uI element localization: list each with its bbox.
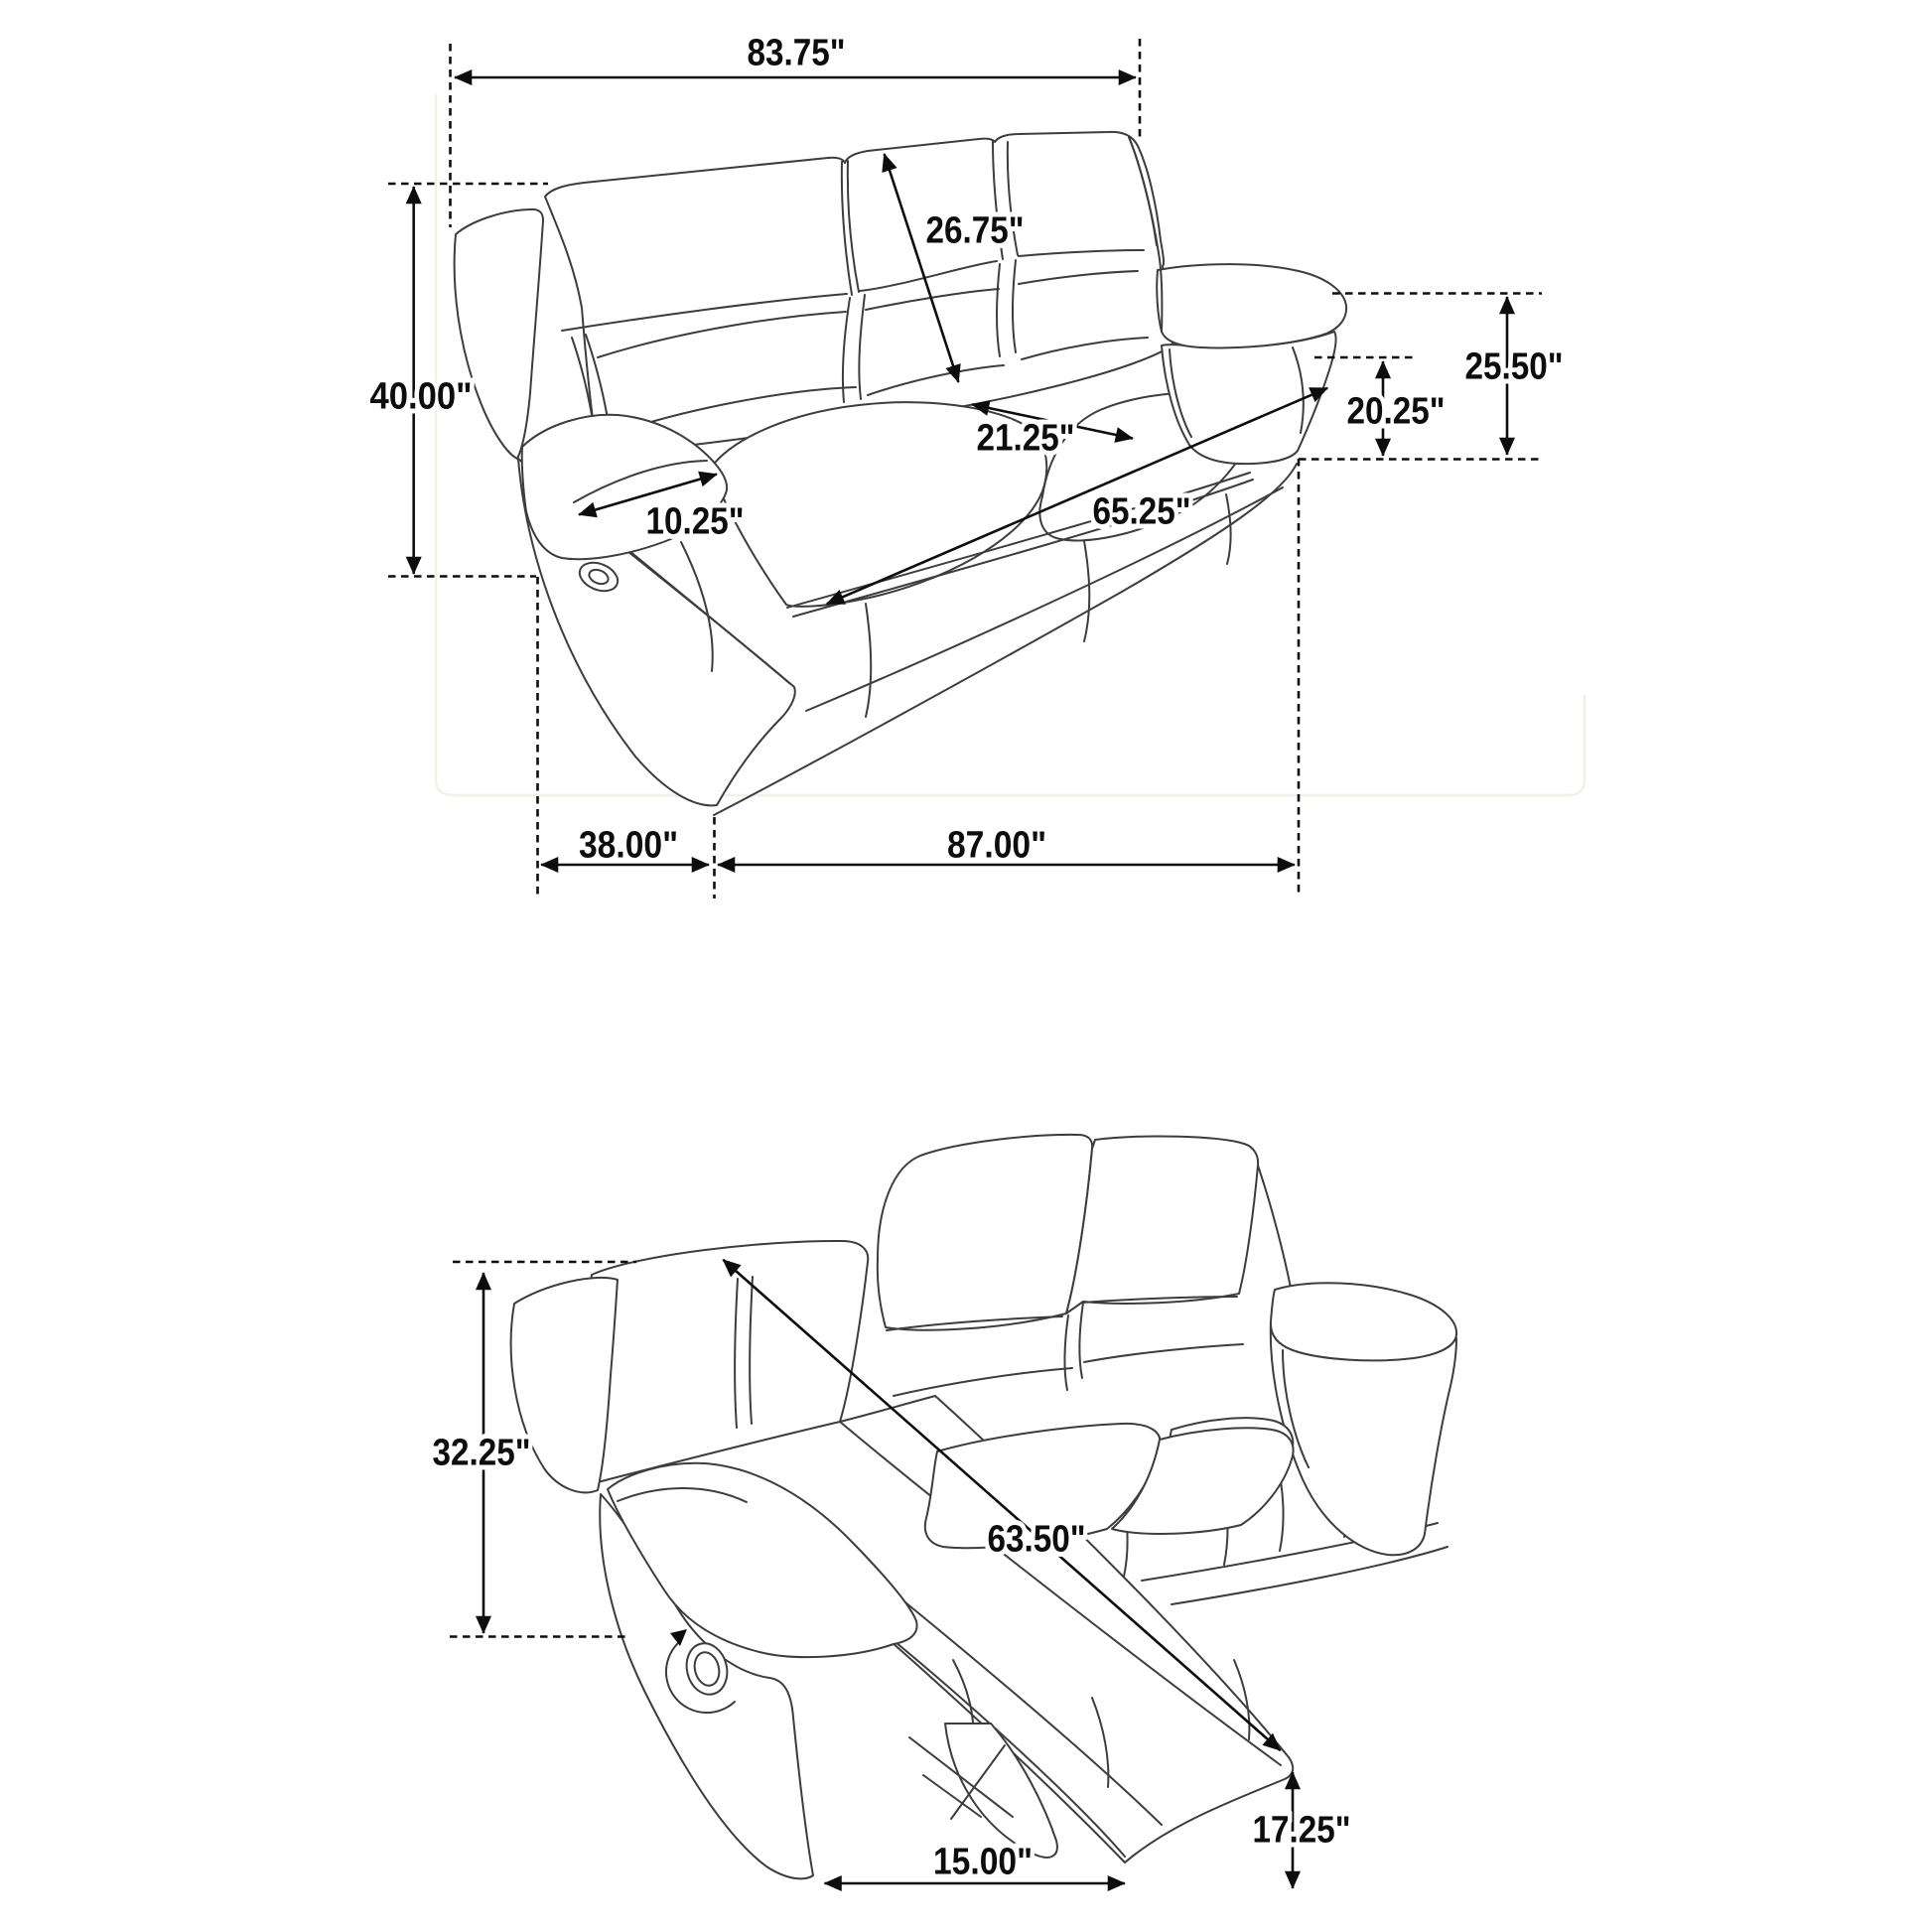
svg-text:65.25": 65.25" bbox=[1093, 491, 1191, 533]
svg-text:25.50": 25.50" bbox=[1465, 346, 1564, 388]
svg-text:87.00": 87.00" bbox=[947, 825, 1046, 867]
svg-text:17.25": 17.25" bbox=[1253, 1810, 1351, 1852]
svg-text:38.00": 38.00" bbox=[579, 825, 678, 867]
svg-text:26.75": 26.75" bbox=[926, 210, 1025, 252]
svg-text:21.25": 21.25" bbox=[977, 418, 1075, 460]
svg-text:83.75": 83.75" bbox=[748, 33, 846, 74]
svg-text:20.25": 20.25" bbox=[1347, 391, 1446, 433]
svg-text:10.25": 10.25" bbox=[646, 501, 745, 543]
svg-text:40.00": 40.00" bbox=[370, 376, 473, 418]
svg-text:15.00": 15.00" bbox=[933, 1842, 1033, 1883]
svg-text:63.50": 63.50" bbox=[988, 1519, 1086, 1561]
svg-text:32.25": 32.25" bbox=[433, 1433, 531, 1474]
